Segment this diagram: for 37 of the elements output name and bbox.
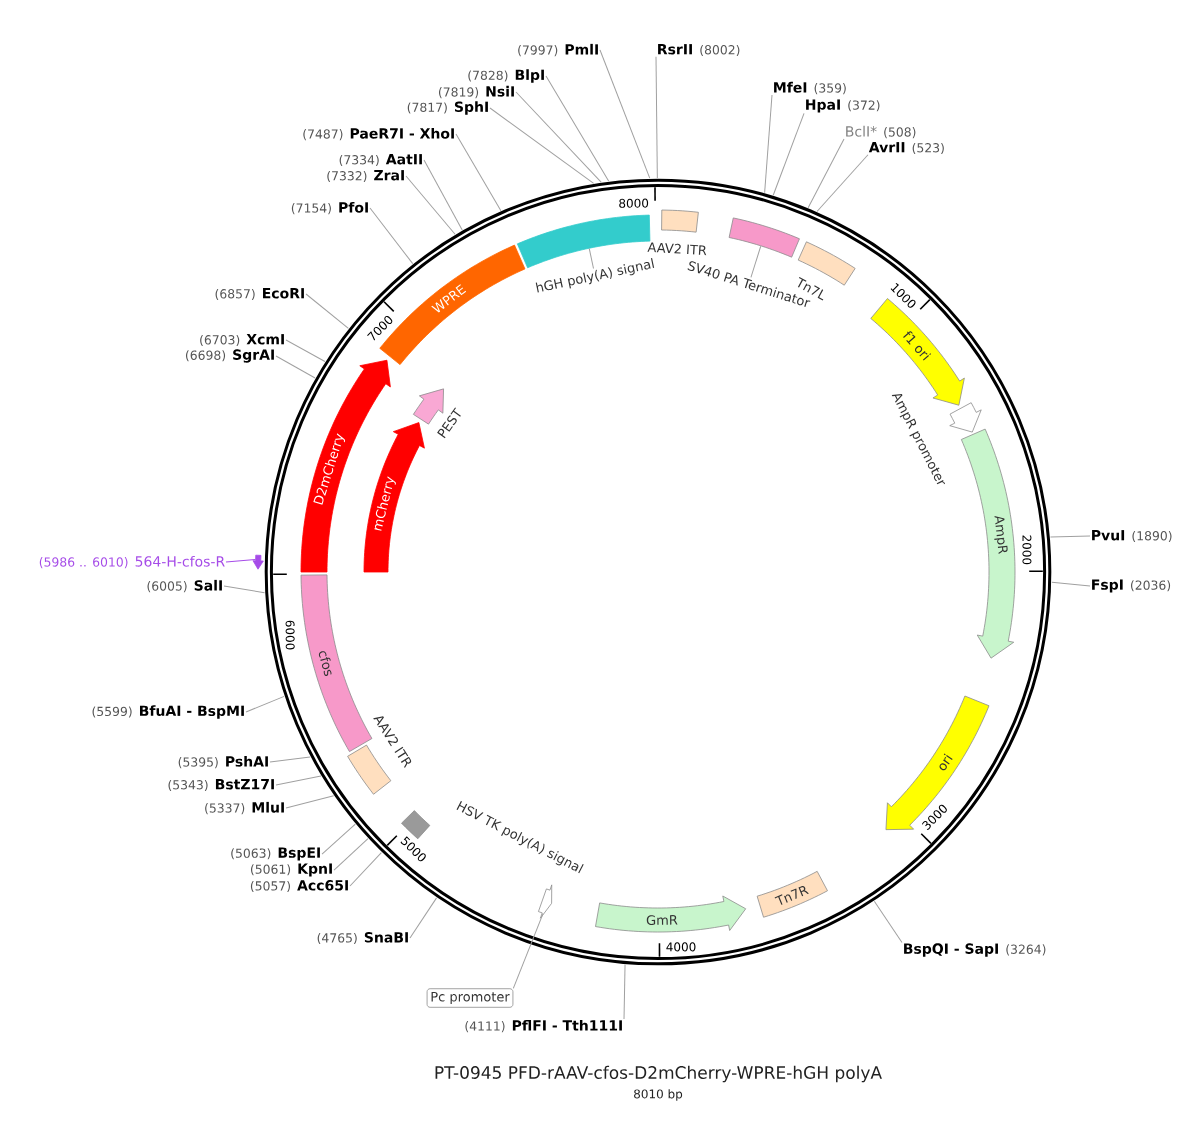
leader-line xyxy=(305,293,349,329)
leader-line xyxy=(333,838,369,871)
leader-line xyxy=(515,91,602,183)
leader-line xyxy=(772,112,805,196)
feature-box xyxy=(728,217,800,258)
leader-line xyxy=(750,245,762,278)
leader-line xyxy=(623,964,626,1020)
leader-line xyxy=(275,775,322,786)
leader-line xyxy=(285,795,335,809)
leader-line xyxy=(599,49,651,179)
leader-line xyxy=(369,207,414,265)
leader-line xyxy=(512,913,544,989)
leader-line xyxy=(409,897,438,939)
leader-line xyxy=(655,56,658,179)
leader-line xyxy=(873,900,903,944)
leader-line xyxy=(245,695,285,713)
leader-line xyxy=(225,558,256,563)
leader-line xyxy=(1049,535,1091,538)
leader-line xyxy=(764,94,773,194)
title: PT-0945 PFD-rAAV-cfos-D2mCherry-WPRE-hGH polyA xyxy=(435,1065,882,1083)
leader-line xyxy=(807,138,845,209)
leader-line xyxy=(349,852,382,887)
leader-line xyxy=(489,107,595,184)
leader-line xyxy=(588,248,594,269)
leader-line xyxy=(269,756,311,763)
leader-line xyxy=(545,75,610,182)
leader-line xyxy=(423,159,463,231)
leader-line xyxy=(405,175,456,235)
primer-mark xyxy=(252,554,264,570)
leader-line xyxy=(321,823,356,855)
leader-line xyxy=(816,154,869,212)
leader-line xyxy=(455,133,502,212)
leader-line xyxy=(223,585,266,594)
feature-band xyxy=(538,884,553,919)
leader-line xyxy=(1051,581,1091,587)
leader-line xyxy=(285,339,326,362)
leader-line xyxy=(275,355,316,379)
